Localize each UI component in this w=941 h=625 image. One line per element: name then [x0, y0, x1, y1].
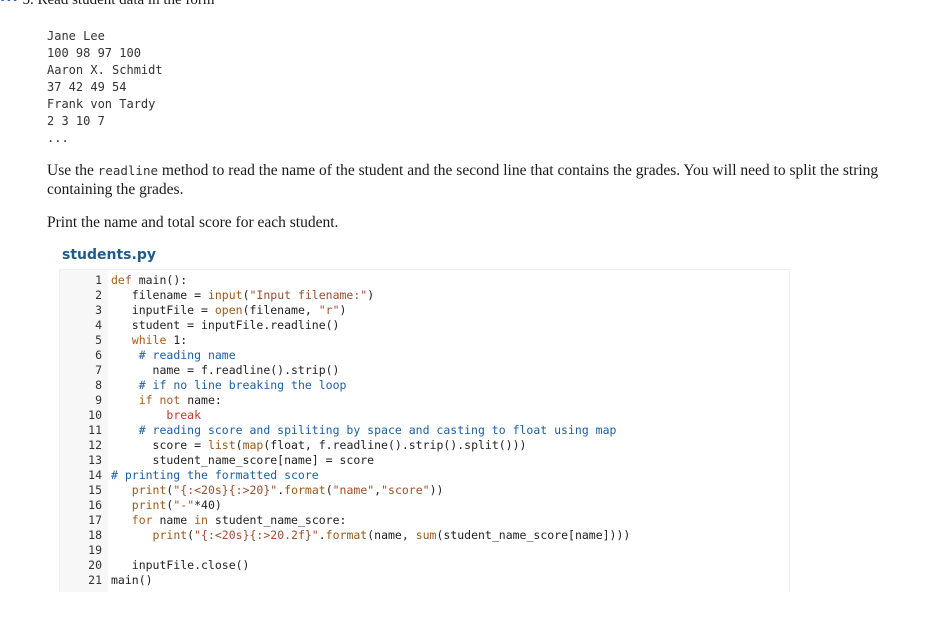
line-number: 4 [95, 318, 102, 332]
code-line[interactable]: 2 filename = input("Input filename:") [60, 288, 789, 303]
code-line[interactable]: 20 inputFile.close() [60, 558, 789, 573]
code-line[interactable]: 21 main() [60, 573, 789, 588]
code-text[interactable]: # reading name [138, 348, 236, 362]
code-text[interactable]: student = inputFile.readline() [111, 318, 340, 332]
code-line[interactable]: 13 student_name_score[name] = score [60, 453, 789, 468]
line-number: 7 [95, 363, 102, 377]
line-number: 5 [95, 333, 102, 347]
line-number: 13 [88, 453, 102, 467]
code-text[interactable]: def main(): [111, 273, 188, 287]
line-number: 15 [88, 483, 102, 497]
line-number: 11 [88, 423, 102, 437]
line-number: 19 [88, 543, 102, 557]
line-number: 10 [88, 408, 102, 422]
code-text[interactable]: print("{:<20s}{:>20.2f}".format(name, su… [152, 528, 631, 542]
line-number: 12 [88, 438, 102, 452]
question-title: 5. Read student data in the form [18, 0, 215, 8]
code-text[interactable]: if not name: [138, 393, 222, 407]
code-line[interactable]: 17 for name in student_name_score: [60, 513, 789, 528]
code-line[interactable]: 3 inputFile = open(filename, "r") [60, 303, 789, 318]
code-line[interactable]: 19 [60, 543, 789, 558]
code-text[interactable]: inputFile = open(filename, "r") [111, 303, 347, 317]
code-line[interactable]: 4 student = inputFile.readline() [60, 318, 789, 333]
code-line[interactable]: 15 print("{:<20s}{:>20}".format("name","… [60, 483, 789, 498]
sample-line: Jane Lee [47, 29, 105, 43]
line-number: 1 [95, 273, 102, 287]
code-line[interactable]: 8 # if no line breaking the loop [60, 378, 789, 393]
readline-code: readline [97, 163, 159, 178]
code-text[interactable]: print("{:<20s}{:>20}".format("name","sco… [131, 483, 444, 497]
code-text[interactable]: name = f.readline().strip() [111, 363, 340, 377]
code-text[interactable]: for name in student_name_score: [131, 513, 347, 527]
sample-line: 100 98 97 100 [47, 46, 141, 60]
instruction-text: Use the [47, 162, 98, 179]
code-line[interactable]: 6 # reading name [60, 348, 789, 363]
code-text[interactable]: # if no line breaking the loop [138, 378, 347, 392]
instruction-paragraph: Use the readline method to read the name… [47, 161, 922, 199]
code-line[interactable]: 1 def main(): [60, 273, 789, 288]
line-number-gutter [60, 270, 108, 592]
more-options-icon[interactable]: ••• [0, 0, 19, 8]
code-text[interactable]: while 1: [131, 333, 188, 347]
line-number: 9 [95, 393, 102, 407]
code-line[interactable]: 5 while 1: [60, 333, 789, 348]
line-number: 18 [88, 528, 102, 542]
code-line[interactable]: 14 # printing the formatted score [60, 468, 789, 483]
code-filename: students.py [62, 247, 156, 263]
line-number: 3 [95, 303, 102, 317]
sample-line: ... [47, 131, 69, 145]
code-text[interactable]: # printing the formatted score [111, 468, 319, 482]
line-number: 20 [88, 558, 102, 572]
code-line[interactable]: 9 if not name: [60, 393, 789, 408]
code-line[interactable]: 12 score = list(map(float, f.readline().… [60, 438, 789, 453]
code-line[interactable]: 11 # reading score and spiliting by spac… [60, 423, 789, 438]
print-instruction: Print the name and total score for each … [47, 214, 339, 231]
line-number: 6 [95, 348, 102, 362]
code-text[interactable]: filename = input("Input filename:") [111, 288, 375, 302]
code-text[interactable]: score = list(map(float, f.readline().str… [111, 438, 527, 452]
sample-line: 2 3 10 7 [47, 114, 105, 128]
code-text[interactable]: inputFile.close() [111, 558, 250, 572]
line-number: 17 [88, 513, 102, 527]
code-text[interactable]: # reading score and spiliting by space a… [138, 423, 617, 437]
code-line[interactable]: 10 break [60, 408, 789, 423]
line-number: 8 [95, 378, 102, 392]
line-number: 14 [88, 468, 102, 482]
code-line[interactable]: 7 name = f.readline().strip() [60, 363, 789, 378]
code-text[interactable]: print("-"*40) [131, 498, 222, 512]
instruction-text-cont: method to read the name of the student a… [47, 162, 879, 198]
code-text[interactable]: main() [111, 573, 153, 587]
code-text[interactable]: student_name_score[name] = score [111, 453, 375, 467]
line-number: 21 [88, 573, 102, 587]
code-text[interactable] [102, 543, 111, 558]
question-heading: ••• 5. Read student data in the form [0, 0, 215, 9]
code-text[interactable]: break [166, 408, 202, 422]
sample-line: 37 42 49 54 [47, 80, 127, 94]
sample-line: Aaron X. Schmidt [47, 63, 163, 77]
sample-line: Frank von Tardy [47, 97, 156, 111]
sample-input-block: Jane Lee 100 98 97 100 Aaron X. Schmidt … [47, 28, 163, 147]
code-line[interactable]: 18 print("{:<20s}{:>20.2f}".format(name,… [60, 528, 789, 543]
code-line[interactable]: 16 print("-"*40) [60, 498, 789, 513]
line-number: 16 [88, 498, 102, 512]
line-number: 2 [95, 288, 102, 302]
